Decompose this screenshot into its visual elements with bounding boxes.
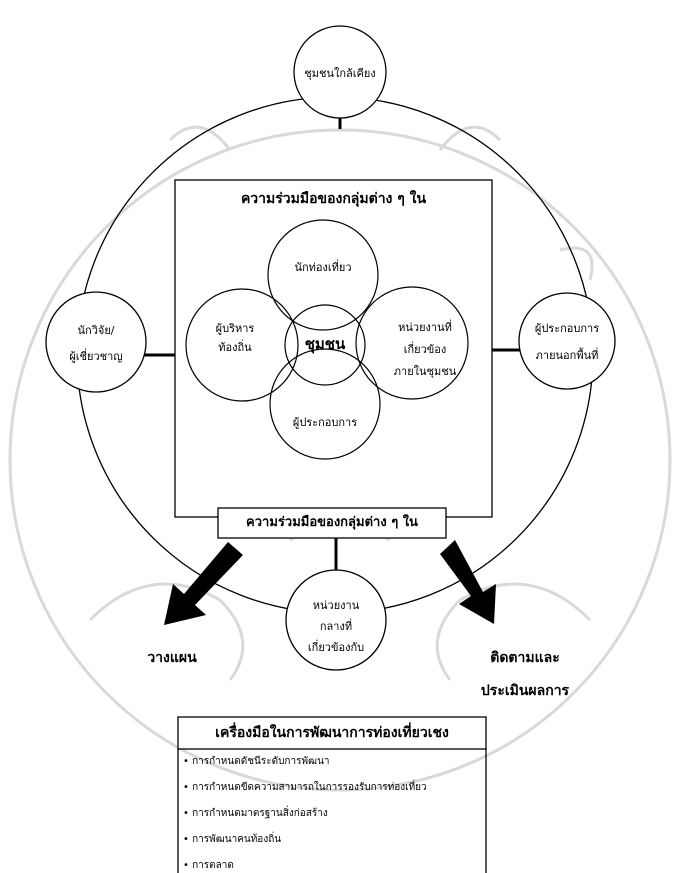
left-circle: [45, 291, 147, 393]
petal-left-label-line2: ท้องถิ่น: [218, 341, 252, 354]
tools-item-5: • การตลาด: [183, 860, 234, 871]
arrow-left: [164, 542, 243, 625]
arrow-right-label-line1: ติดตามและ: [490, 650, 560, 666]
tools-item-4: • การพัฒนาคนท้องถิ่น: [183, 834, 282, 845]
tools-item-2: • การกำหนดขีดความสามารถในการรองรับการท่อ…: [183, 782, 427, 793]
tools-title-box: [177, 716, 487, 750]
petal-bottom-label: ผู้ประกอบการ: [292, 416, 358, 429]
right-circle: [518, 292, 616, 390]
petal-left-label-line1: ผู้บริหาร: [215, 322, 255, 335]
left-circle-label-line1: นักวิจัย/: [77, 324, 115, 337]
top-circle-label: ชุมชนใกล้เคียง: [304, 67, 376, 80]
arrow-right-label-line2: ประเมินผลการ: [480, 683, 570, 699]
inner-bottom-label-box: [217, 507, 447, 539]
petal-center-label: ชุมชน: [304, 335, 346, 353]
bottom-circle-label-line2: กลางที่: [319, 620, 353, 633]
right-circle-label-line1: ผู้ประกอบการ: [534, 322, 600, 335]
top-circle: [293, 25, 387, 119]
inner-title: ความร่วมมือของกลุ่มต่าง ๆ ใน: [240, 191, 427, 207]
petal-right-label-line1: หน่วยงานที่: [398, 321, 452, 334]
petal-top-label: นักท่องเที่ยว: [294, 261, 352, 274]
petal-group: [185, 219, 469, 460]
tools-title: เครื่องมือในการพัฒนาการท่องเที่ยวเชง: [215, 725, 449, 741]
arrow-left-label: วางแผน: [147, 650, 197, 666]
right-circle-label-line2: ภายนอกพื้นที่: [535, 349, 599, 362]
left-circle-label-line2: ผู้เชี่ยวชาญ: [69, 350, 123, 363]
bottom-circle-label-line1: หน่วยงาน: [312, 599, 360, 612]
tools-item-3: • การกำหนดมาตรฐานสิ่งก่อสร้าง: [183, 808, 328, 819]
inner-box: [174, 179, 493, 518]
tools-item-1: • การกำหนดดัชนีระดับการพัฒนา: [183, 756, 330, 767]
bottom-circle: [285, 569, 387, 671]
bottom-circle-label-line3: เกี่ยวข้องกับ: [307, 641, 365, 654]
arrow-right: [440, 540, 496, 624]
petal-right-label-line3: ภายในชุมชน: [393, 365, 457, 378]
petal-right-label-line2: เกี่ยวข้อง: [403, 343, 447, 356]
tools-list-border: [177, 749, 487, 873]
inner-bottom-label: ความร่วมมือของกลุ่มต่าง ๆ ใน: [246, 515, 418, 530]
